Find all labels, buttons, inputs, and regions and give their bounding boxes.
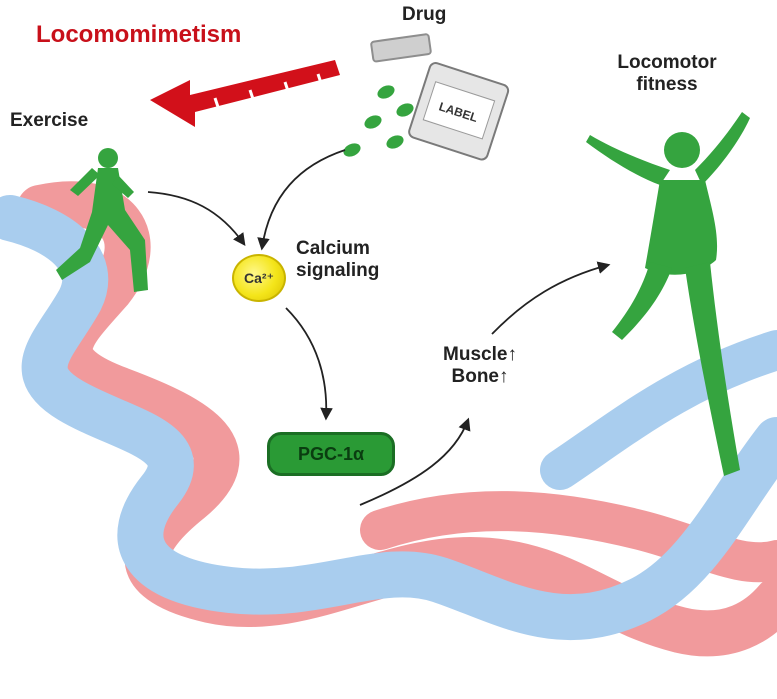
- locomomimetism-label: Locomomimetism: [36, 21, 242, 48]
- calcium-line2: signaling: [296, 260, 380, 281]
- locomotor-fitness-line2: fitness: [636, 74, 698, 95]
- calcium-ion-node: Ca²⁺: [232, 254, 286, 302]
- exercise-to-calcium-arrow: [147, 191, 246, 247]
- muscle-label: Muscle↑: [443, 344, 517, 365]
- drug-to-calcium-arrow: [257, 149, 346, 251]
- muscle-to-fitness-arrow: [491, 261, 611, 335]
- blue-ribbon-right: [540, 330, 777, 490]
- blue-ribbon: [0, 195, 777, 641]
- dancer-icon: [586, 112, 750, 476]
- locomotor-fitness-label: Locomotor fitness: [582, 52, 752, 96]
- locomotor-fitness-line1: Locomotor: [617, 52, 717, 73]
- exercise-label: Exercise: [10, 110, 89, 131]
- muscle-bone-label: Muscle↑ Bone↑: [430, 344, 530, 388]
- drug-label: Drug: [402, 4, 447, 25]
- pgc-to-muscle-arrow: [359, 417, 471, 506]
- pgc-1a-node: PGC-1α: [267, 432, 395, 476]
- red-ribbon-lower: [360, 491, 777, 583]
- runner-icon: [56, 148, 148, 292]
- bone-label: Bone↑: [451, 366, 509, 387]
- calcium-signaling-label: Calcium signaling: [296, 238, 379, 282]
- red-arrow: [150, 60, 340, 127]
- drug-icon: LABEL: [343, 33, 510, 161]
- calcium-line1: Calcium: [296, 238, 370, 259]
- calcium-to-pgc-arrow: [285, 307, 333, 421]
